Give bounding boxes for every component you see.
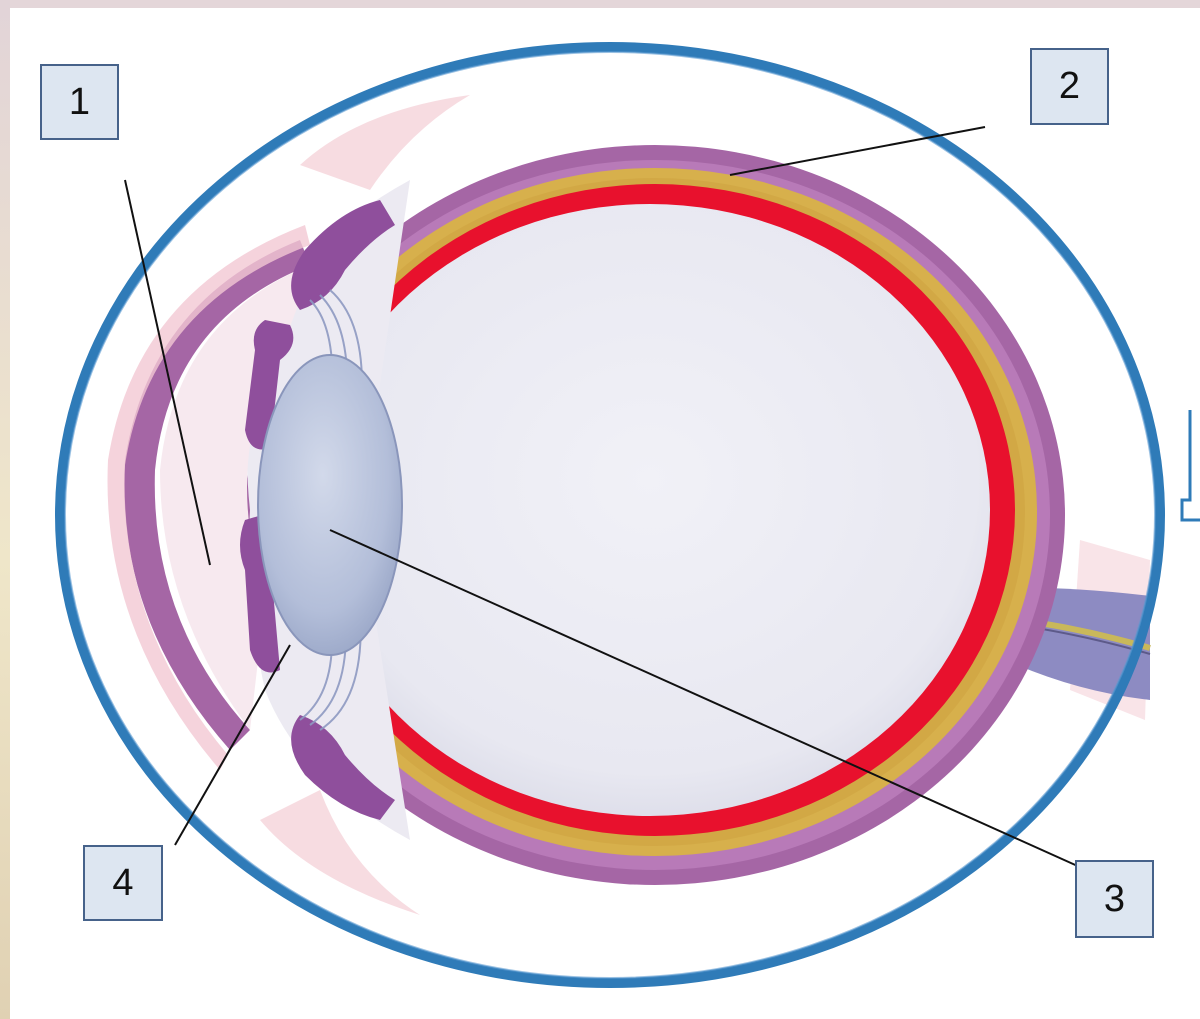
lens: [258, 355, 402, 655]
callout-4-label: 4: [112, 862, 133, 905]
callout-2-label: 2: [1059, 65, 1080, 108]
vitreous-body: [310, 204, 990, 816]
callout-3: 3: [1075, 860, 1154, 938]
callout-1: 1: [40, 64, 119, 140]
callout-2: 2: [1030, 48, 1109, 125]
callout-1-label: 1: [69, 81, 90, 124]
right-edge-tab: [1182, 410, 1200, 520]
callout-4: 4: [83, 845, 163, 921]
callout-3-label: 3: [1104, 878, 1125, 921]
